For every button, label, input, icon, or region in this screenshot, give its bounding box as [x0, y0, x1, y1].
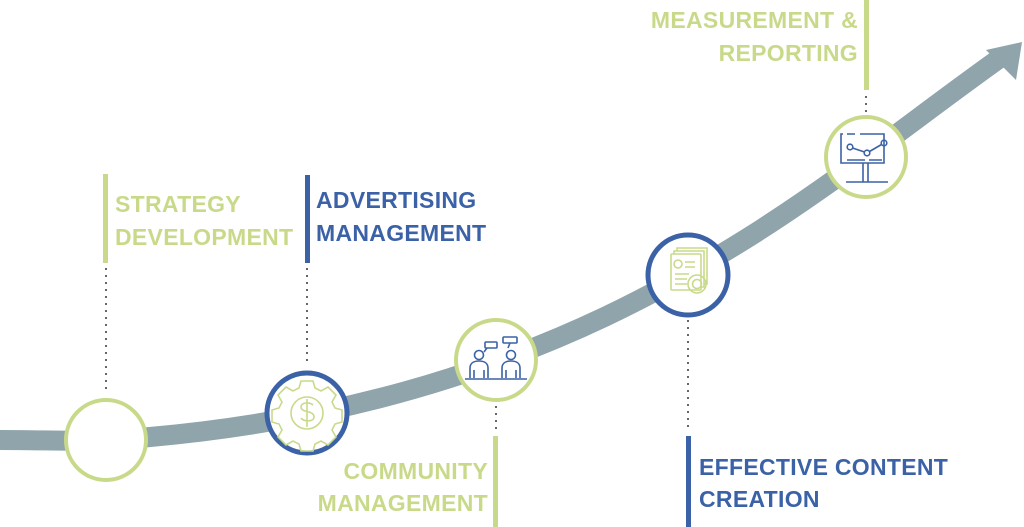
label-content-line1: EFFECTIVE CONTENT — [699, 454, 948, 480]
label-advertising-line2: MANAGEMENT — [316, 220, 486, 246]
label-community-line2: MANAGEMENT — [318, 490, 488, 516]
step-circle-measurement — [824, 115, 908, 199]
arrow-head-icon — [986, 42, 1022, 80]
label-measurement-line1: MEASUREMENT & — [651, 7, 858, 33]
bar-community — [493, 436, 498, 527]
label-strategy-line1: STRATEGY — [115, 191, 241, 217]
step-circle-strategy — [64, 398, 148, 482]
step-circle-content — [645, 232, 731, 318]
bar-measurement — [864, 0, 869, 90]
people-chat-icon — [465, 336, 527, 380]
dollar-gear-icon — [271, 380, 343, 452]
document-gear-icon — [670, 247, 708, 294]
connectors — [105, 96, 867, 432]
bar-content — [686, 436, 691, 527]
bar-advertising — [305, 175, 310, 263]
label-content-line2: CREATION — [699, 486, 820, 512]
label-community-line1: COMMUNITY — [343, 458, 488, 484]
monitor-chart-icon — [840, 133, 888, 183]
label-advertising-line1: ADVERTISING — [316, 187, 476, 213]
bar-strategy — [103, 174, 108, 263]
step-circle-community — [454, 318, 538, 402]
label-strategy-line2: DEVELOPMENT — [115, 224, 293, 250]
label-measurement-line2: REPORTING — [719, 40, 858, 66]
